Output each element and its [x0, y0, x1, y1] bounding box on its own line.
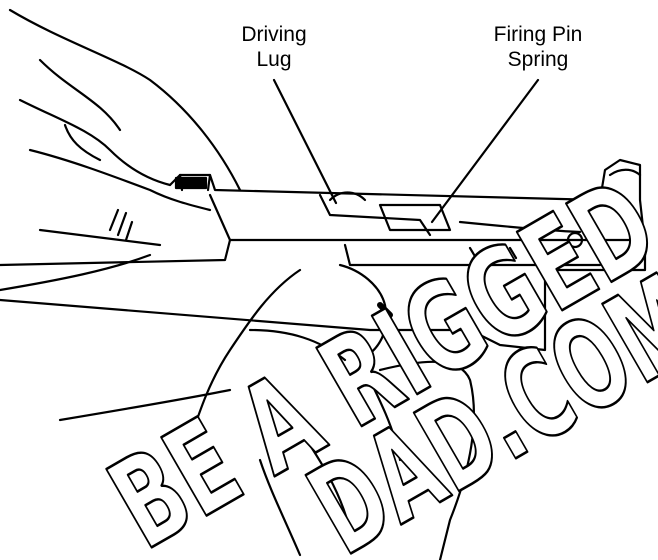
- left-hand-drawing: [0, 8, 242, 292]
- driving-lug-label-line-2: Lug: [256, 48, 292, 71]
- receiver-drawing: [0, 158, 647, 352]
- right-hand-drawing: [58, 263, 475, 560]
- driving-lug-label: Driving Lug: [226, 22, 322, 72]
- firing-pin-spring-label-line-2: Spring: [507, 48, 569, 71]
- watermark-text: BE A RIGGED DAD.COM: [87, 151, 658, 560]
- firing-pin-spring-label-line-1: Firing Pin: [493, 23, 583, 46]
- driving-lug-label-line-1: Driving: [241, 23, 307, 46]
- driving-lug-leader-line: [272, 78, 338, 205]
- firing-pin-spring-leader-line: [430, 78, 540, 224]
- firing-pin-spring-label: Firing Pin Spring: [478, 22, 598, 72]
